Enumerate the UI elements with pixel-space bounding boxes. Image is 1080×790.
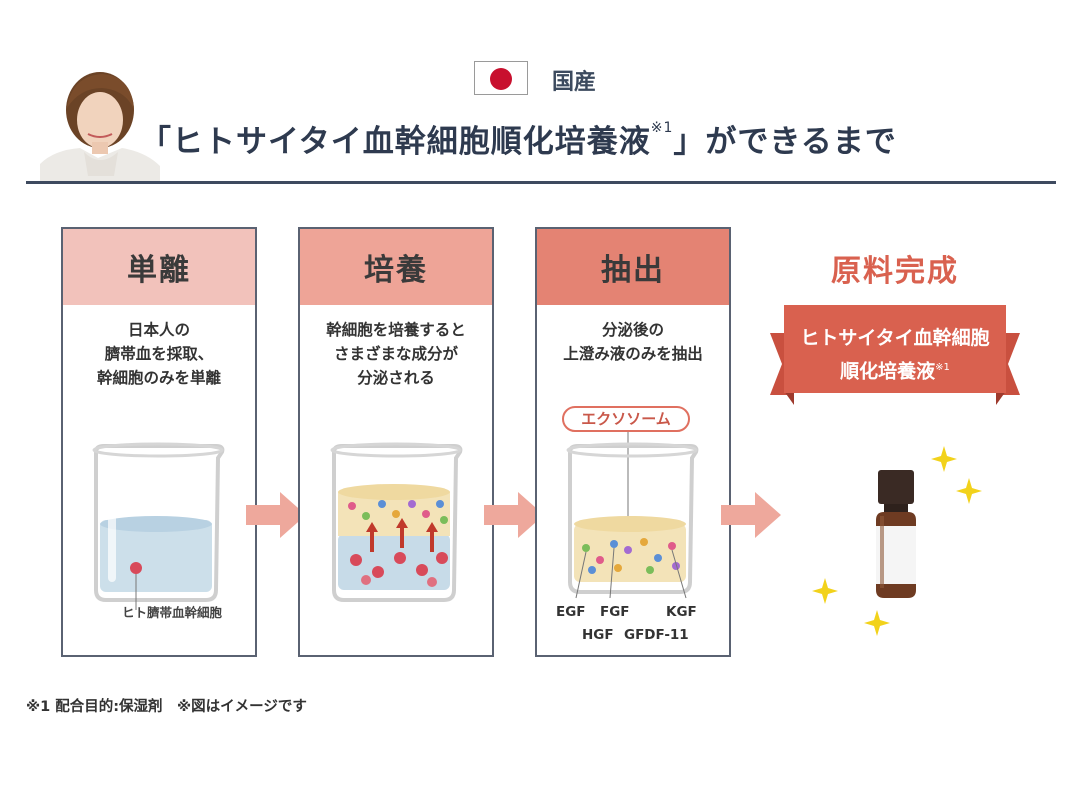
beaker-culture — [330, 442, 463, 602]
ribbon-body — [784, 305, 1006, 393]
ribbon-line-1: ヒトサイタイ血幹細胞 — [800, 327, 990, 349]
final-title: 原料完成 — [831, 254, 959, 289]
factor-leader-lines — [575, 547, 687, 599]
serum-bottle-icon — [876, 470, 916, 598]
title-end: 」ができるまで — [673, 124, 897, 160]
arrow-shape — [246, 492, 306, 538]
factor-label-fgf: FGF — [600, 604, 630, 620]
title-main: 「ヒトサイタイ血幹細胞順化培養液 — [140, 124, 651, 160]
title-footnote-mark: ※1 — [650, 120, 674, 136]
portrait-photo — [40, 68, 160, 182]
step-panel-isolation: 単離 日本人の 臍帯血を採取、 幹細胞のみを単離 — [61, 227, 257, 657]
desc-line: 上澄み液のみを抽出 — [563, 345, 703, 363]
beaker-label-cell: ヒト臍帯血幹細胞 — [122, 605, 223, 620]
step-panel-extraction: 抽出 分泌後の 上澄み液のみを抽出 — [535, 227, 731, 657]
step-title-isolation: 単離 — [63, 229, 255, 305]
factor-label-gfdf11: GFDF-11 — [624, 627, 689, 643]
sparkle-icon — [864, 610, 890, 636]
arrow-shape — [721, 492, 781, 538]
ribbon-footnote-mark: ※1 — [935, 362, 950, 373]
desc-line: 日本人の — [127, 321, 190, 339]
beaker-isolation — [92, 442, 225, 610]
footnote: ※1 配合目的:保湿剤 ※図はイメージです — [26, 699, 307, 715]
step-title-culture: 培養 — [300, 229, 492, 305]
desc-line: さまざまな成分が — [333, 345, 458, 363]
factor-label-kgf: KGF — [666, 604, 697, 620]
desc-line: 幹細胞を培養すると — [326, 321, 466, 339]
beaker-extraction — [566, 432, 699, 599]
origin-label: 国産 — [552, 70, 597, 95]
ribbon-text: ヒトサイタイ血幹細胞 順化培養液※1 — [785, 323, 1005, 386]
step-desc-extraction: 分泌後の 上澄み液のみを抽出 — [537, 318, 729, 366]
title-underline — [26, 181, 1056, 184]
factor-label-hgf: HGF — [582, 627, 614, 643]
cell-dots — [350, 552, 448, 587]
flow-arrow-3 — [721, 492, 781, 538]
factor-dots — [582, 538, 680, 574]
japan-flag-icon — [474, 61, 528, 95]
desc-line: 分泌後の — [601, 321, 664, 339]
step-title-extraction: 抽出 — [537, 229, 729, 305]
ribbon-line-2-text: 順化培養液 — [840, 360, 936, 383]
sparkle-icon — [812, 578, 838, 604]
arrow-shape — [484, 492, 544, 538]
sparkle-icon — [931, 446, 957, 472]
exosome-callout: エクソソーム — [562, 406, 690, 432]
desc-line: 臍帯血を採取、 — [104, 345, 214, 363]
factor-dots — [348, 500, 448, 524]
sparkle-icon — [956, 478, 982, 504]
factor-label-egf: EGF — [556, 604, 586, 620]
ribbon-line-2: 順化培養液※1 — [785, 353, 1005, 386]
ribbon-banner — [770, 305, 1020, 405]
flow-arrow-2 — [484, 492, 544, 538]
step-desc-culture: 幹細胞を培養すると さまざまな成分が 分泌される — [300, 318, 492, 390]
desc-line: 分泌される — [357, 369, 435, 387]
flag-red-circle — [490, 68, 512, 90]
step-desc-isolation: 日本人の 臍帯血を採取、 幹細胞のみを単離 — [63, 318, 255, 390]
secretion-arrows — [366, 518, 438, 552]
flow-arrow-1 — [246, 492, 306, 538]
desc-line: 幹細胞のみを単離 — [96, 369, 221, 387]
page-title: 「ヒトサイタイ血幹細胞順化培養液※1」ができるまで — [140, 116, 897, 161]
